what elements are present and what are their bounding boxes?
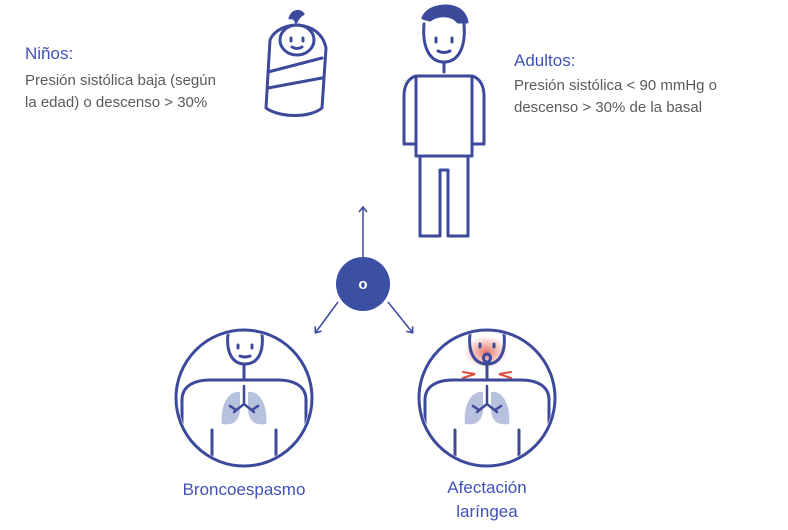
adult-icon (402, 4, 486, 238)
throat-inflammation-marks (462, 371, 512, 379)
adults-description-line2: descenso > 30% de la basal (514, 99, 703, 116)
or-connector-label: o (358, 275, 368, 293)
bronchospasm-caption: Broncoespasmo (182, 480, 306, 499)
laryngeal-caption-line1: Afectación (447, 478, 527, 497)
children-description: Presión sistólica baja (según la edad) o… (25, 70, 216, 114)
arrow-left (314, 301, 339, 334)
or-connector-node: o (336, 257, 390, 311)
laryngeal-person-icon (417, 328, 557, 468)
children-title: Niños: (25, 44, 74, 63)
children-description-line1: Presión sistólica baja (según (25, 72, 216, 89)
bronchospasm-person-icon (174, 328, 314, 468)
baby-icon (264, 9, 328, 117)
children-description-line2: la edad) o descenso > 30% (25, 94, 208, 111)
laryngeal-caption: Afectación laríngea (407, 476, 567, 524)
laryngeal-caption-line2: laríngea (456, 502, 518, 521)
adults-title: Adultos: (514, 51, 576, 70)
arrow-right (387, 301, 414, 334)
adults-description: Presión sistólica < 90 mmHg o descenso >… (514, 75, 717, 119)
branch-arrows (314, 205, 414, 334)
adults-description-line1: Presión sistólica < 90 mmHg o (514, 77, 717, 94)
